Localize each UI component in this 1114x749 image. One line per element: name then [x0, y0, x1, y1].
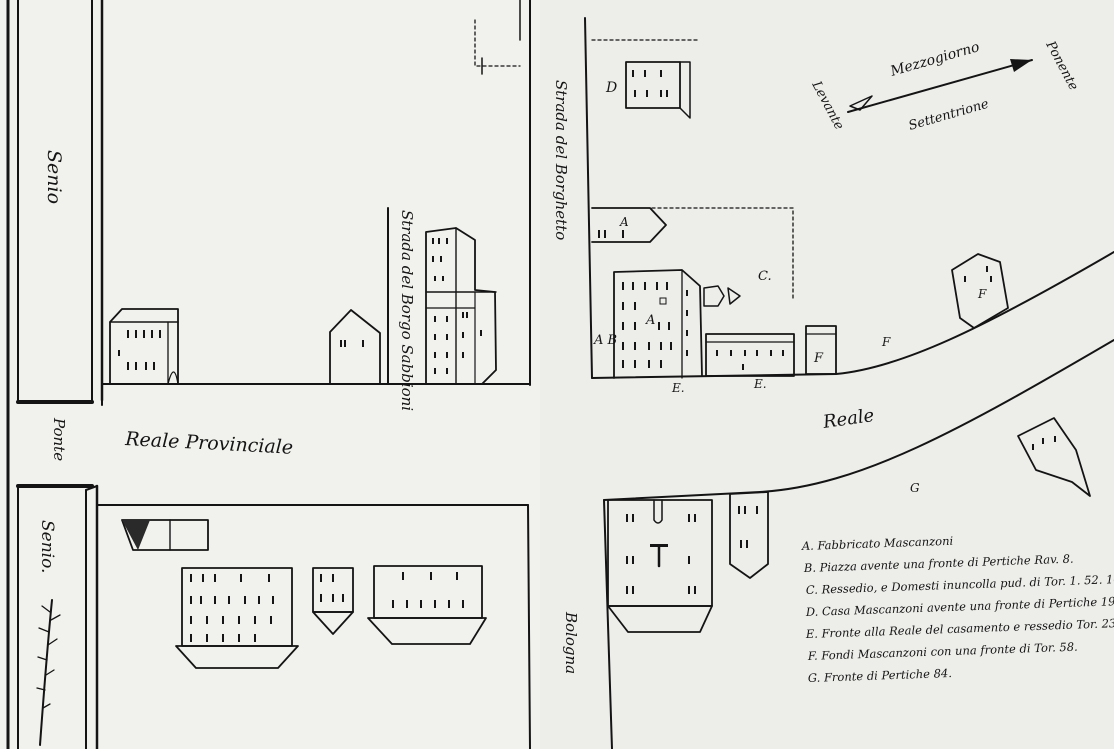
tree-drawing [36, 599, 61, 746]
building-block-sabbioni [425, 227, 497, 385]
building-south-angled [1017, 417, 1091, 497]
building-A-fabbricato [613, 269, 741, 379]
house-gabled [329, 309, 381, 385]
river-senio-lower-label: Senio. [37, 520, 57, 573]
building-A-upper [591, 207, 667, 243]
road-reale-north-edge [591, 251, 1114, 379]
road-reale-south-edge [603, 339, 1114, 501]
road-bologna-label: Bologna [562, 611, 580, 674]
label-D: D [605, 80, 617, 96]
house-row-south-1 [175, 567, 299, 669]
street-borghetto-label: Strada del Borghetto [552, 80, 570, 240]
building-south-narrow [729, 491, 769, 579]
label-A-upper: A [619, 215, 629, 229]
bridge-label: Ponte [50, 417, 68, 461]
dotted-plot-topleft [474, 19, 521, 67]
legend-item-G: G. Fronte di Pertiche 84. [808, 666, 952, 685]
street-borgo-sabbioni-label: Strada del Borgo Sabbioni [398, 210, 416, 411]
label-A: A [645, 313, 655, 328]
label-C: C. [758, 269, 772, 284]
house-row-south-2 [312, 567, 354, 635]
legend-item-A: A. Fabbricato Mascanzoni [801, 534, 954, 553]
label-F-house: F [977, 287, 987, 301]
house-row-south-3 [367, 565, 487, 645]
label-G: G [910, 481, 920, 495]
compass-rose [847, 59, 1033, 113]
left-sheet: Senio Ponte Senio. Reale Provinciale [6, 0, 531, 749]
label-E1: E. [671, 381, 685, 395]
label-AB: A B [593, 333, 617, 348]
house-left [109, 308, 179, 385]
street-borghetto-edge [584, 17, 593, 379]
dotted-plot-C [651, 207, 794, 301]
road-bologna-edge [603, 499, 613, 749]
left-sheet-edge-lower [527, 504, 531, 749]
label-F-road: F [881, 335, 891, 349]
building-D [625, 61, 691, 119]
tower-F [951, 253, 1009, 329]
river-senio-lower [17, 484, 99, 749]
river-senio-upper-label: Senio [43, 150, 65, 204]
building-southwest-block [607, 499, 713, 633]
bridge [16, 383, 103, 488]
label-F-small: F [813, 351, 824, 366]
house-small-triangle [121, 519, 209, 551]
label-E2: E. [753, 377, 767, 391]
building-E [705, 333, 795, 377]
river-senio-upper [6, 0, 104, 749]
